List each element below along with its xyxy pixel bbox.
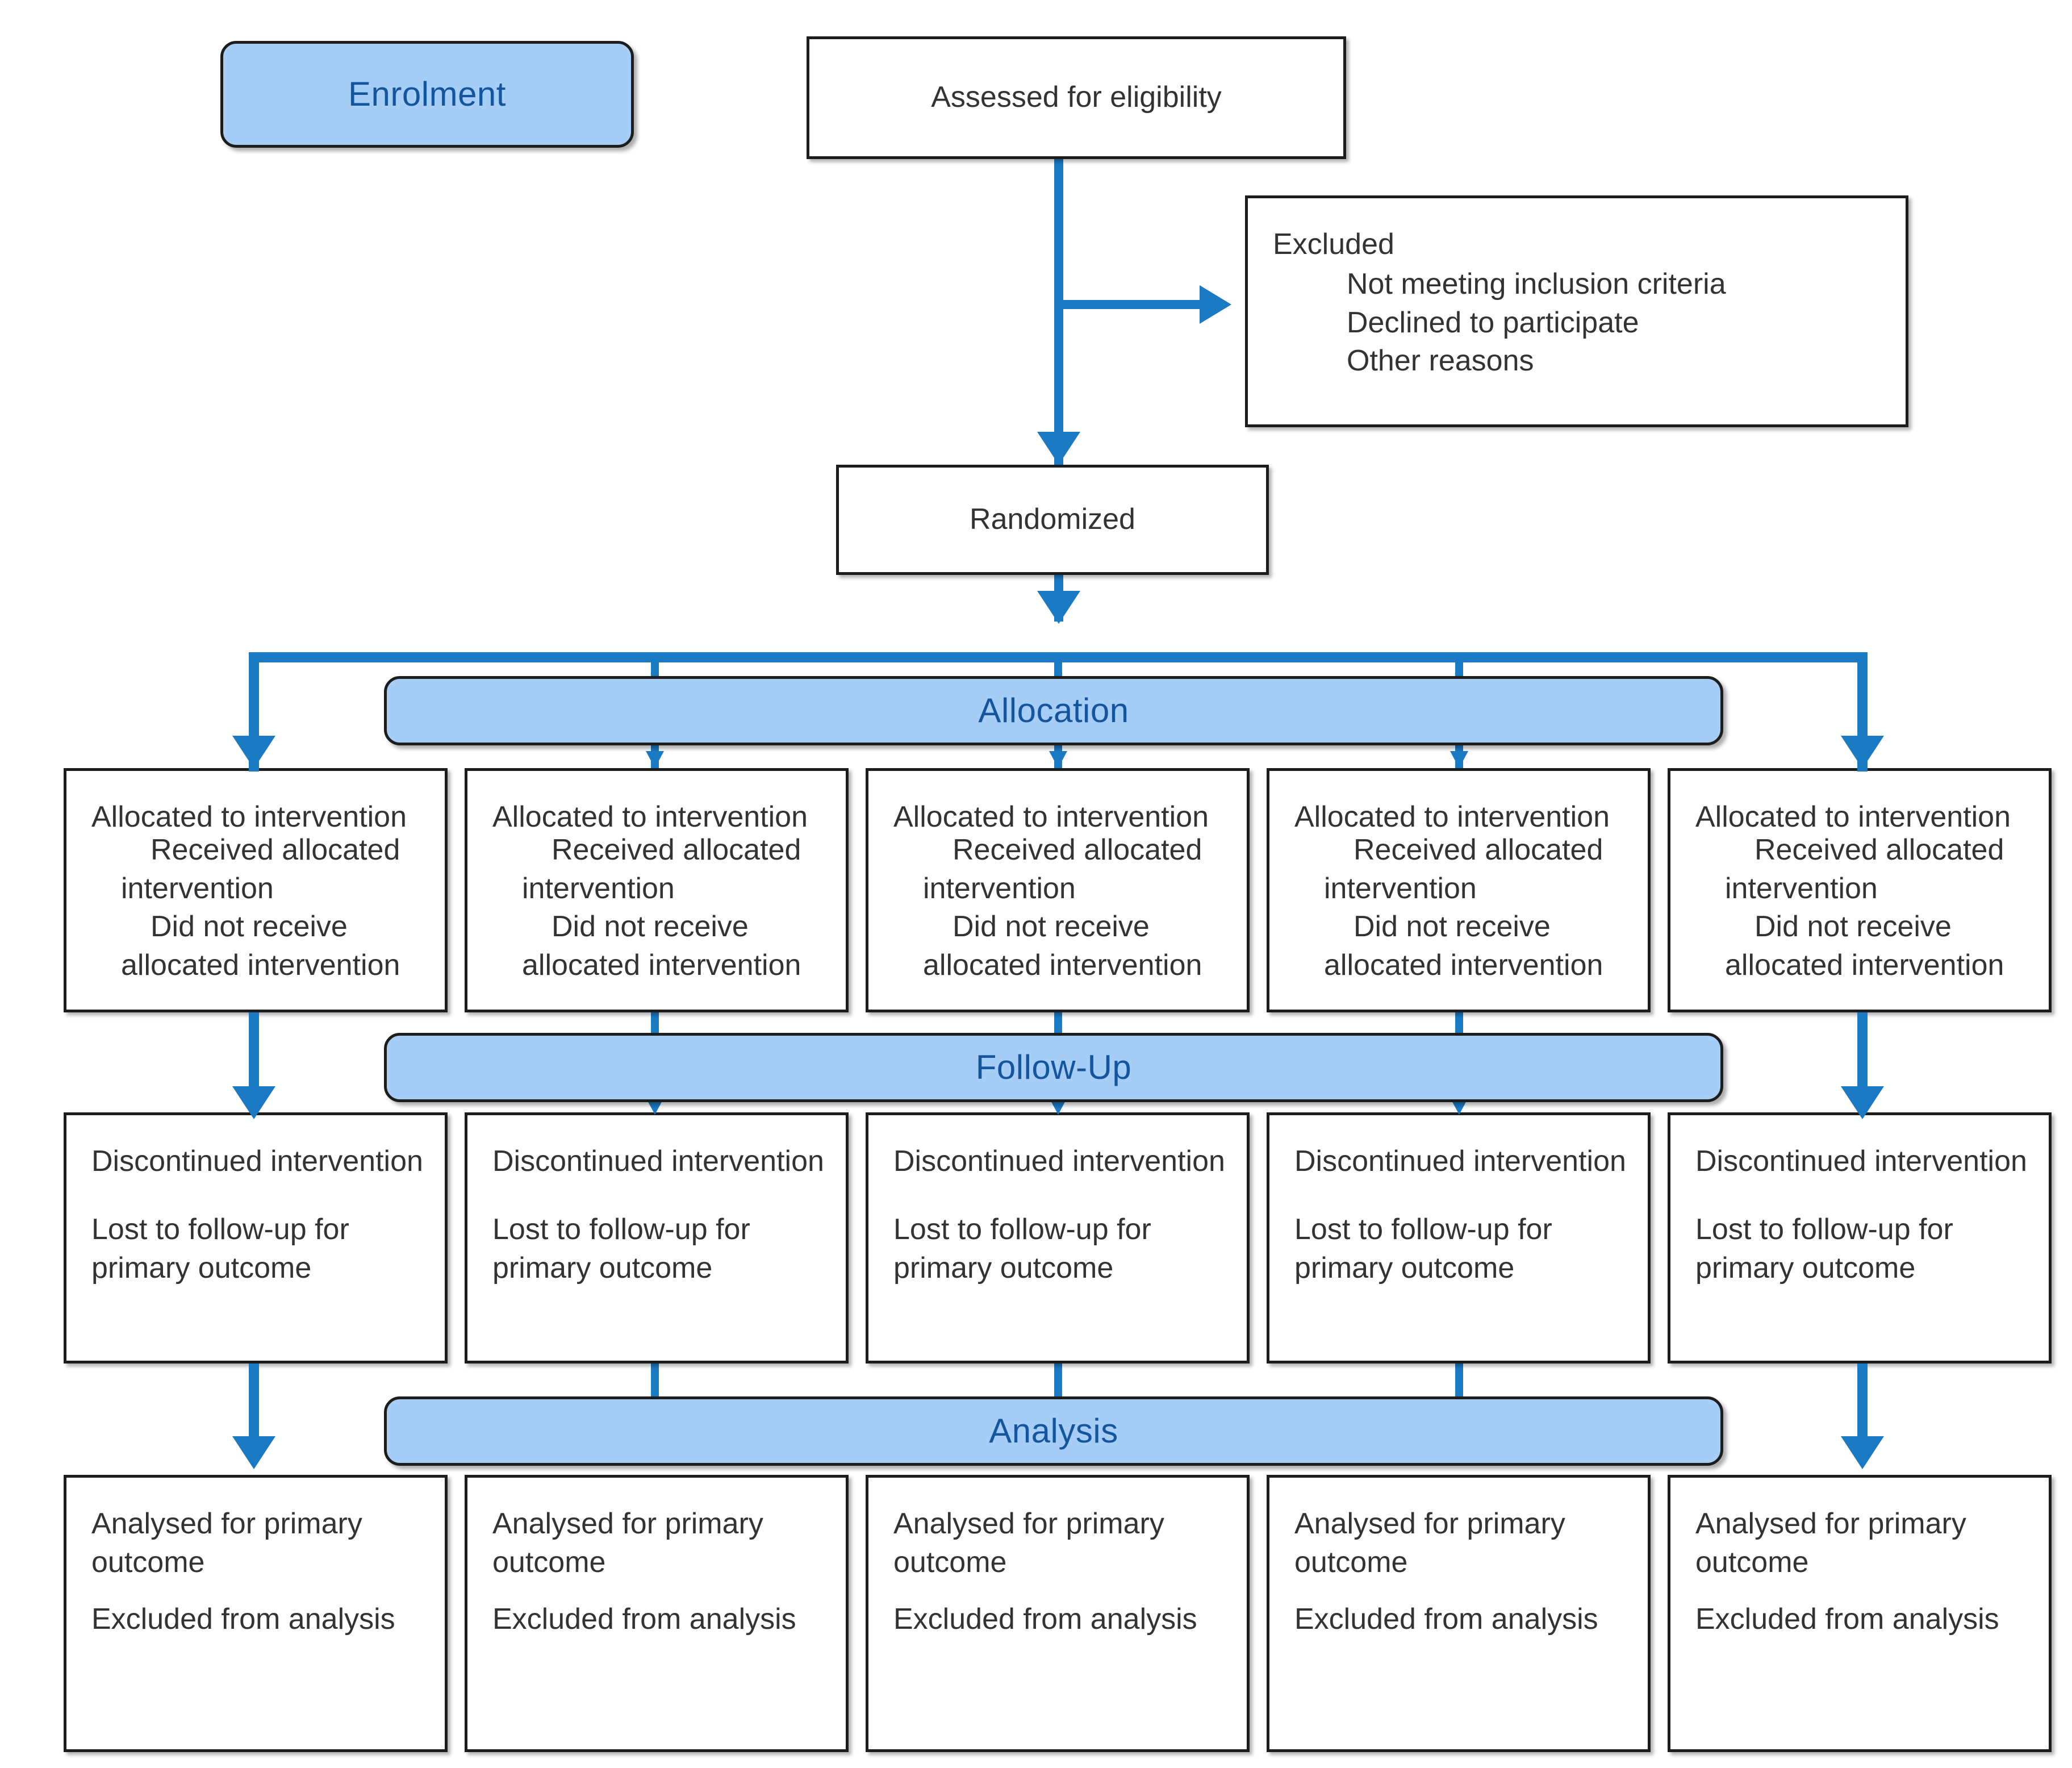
allocation-distribution-bus: [249, 652, 1868, 662]
allocation-box: Allocated to intervention Received alloc…: [465, 768, 849, 1012]
allocation-line-0-1: Did not receive allocated intervention: [121, 910, 400, 982]
allocation-box: Allocated to intervention Received alloc…: [64, 768, 448, 1012]
followup-line2-0: Lost to follow-up for primary outcome: [91, 1213, 349, 1285]
connector-followup-to-analysis-col5-arrowhead: [1841, 1436, 1884, 1469]
followup-line1-1: Discontinued intervention: [492, 1145, 824, 1178]
allocation-line-2-1: Did not receive allocated intervention: [923, 910, 1202, 982]
analysis-box: Analysed for primary outcome Excluded fr…: [465, 1475, 849, 1752]
allocation-line-4-0: Received allocated intervention: [1725, 833, 2004, 905]
connector-to-excluded-arrowhead: [1200, 285, 1231, 324]
followup-box: Discontinued intervention Lost to follow…: [1267, 1112, 1651, 1363]
connector-bus-to-allocation-col4-arrowhead: [1450, 751, 1468, 768]
analysis-line2-4: Excluded from analysis: [1695, 1603, 1999, 1636]
randomized-text: Randomized: [970, 503, 1135, 536]
excluded-reason-2: Other reasons: [1347, 344, 1534, 378]
analysis-line1-4: Analysed for primary outcome: [1695, 1507, 1966, 1579]
stage-banner-enrolment: Enrolment: [220, 41, 634, 148]
followup-line1-4: Discontinued intervention: [1695, 1145, 2027, 1178]
analysis-line2-0: Excluded from analysis: [91, 1603, 395, 1636]
connector-bus-to-allocation-col5-arrowhead: [1841, 736, 1884, 769]
stage-banner-followup: Follow-Up: [384, 1033, 1723, 1102]
allocation-box: Allocated to intervention Received alloc…: [866, 768, 1250, 1012]
connector-assessed-to-randomized-arrowhead: [1037, 432, 1080, 465]
randomized-box: Randomized: [836, 465, 1269, 575]
stage-banner-analysis: Analysis: [384, 1396, 1723, 1466]
stage-banner-analysis-label: Analysis: [989, 1412, 1118, 1450]
connector-followup-to-analysis-col5: [1857, 1363, 1868, 1454]
allocation-box: Allocated to intervention Received alloc…: [1267, 768, 1651, 1012]
allocation-box: Allocated to intervention Received alloc…: [1668, 768, 2052, 1012]
connector-allocation-to-followup-col5-arrowhead: [1841, 1086, 1884, 1119]
allocation-sublines-4: Received allocated intervention Did not …: [1725, 831, 2034, 985]
allocation-sublines-3: Received allocated intervention Did not …: [1324, 831, 1633, 985]
excluded-box: Excluded Not meeting inclusion criteria …: [1245, 195, 1908, 427]
stage-banner-enrolment-label: Enrolment: [348, 75, 506, 113]
stage-banner-followup-label: Follow-Up: [975, 1048, 1132, 1086]
followup-box: Discontinued intervention Lost to follow…: [866, 1112, 1250, 1363]
connector-followup-to-analysis-col1-arrowhead: [232, 1436, 275, 1469]
allocation-heading-2: Allocated to intervention: [893, 800, 1209, 833]
allocation-heading-4: Allocated to intervention: [1695, 800, 2011, 833]
analysis-box: Analysed for primary outcome Excluded fr…: [64, 1475, 448, 1752]
allocation-line-1-0: Received allocated intervention: [522, 833, 801, 905]
excluded-reason-0: Not meeting inclusion criteria: [1347, 268, 1726, 301]
connector-to-excluded: [1063, 300, 1211, 309]
connector-bus-to-allocation-col2-arrowhead: [646, 751, 664, 768]
analysis-line1-1: Analysed for primary outcome: [492, 1507, 763, 1579]
allocation-sublines-1: Received allocated intervention Did not …: [522, 831, 831, 985]
analysis-box: Analysed for primary outcome Excluded fr…: [866, 1475, 1250, 1752]
connector-assessed-to-randomized: [1054, 159, 1063, 466]
assessed-for-eligibility-box: Assessed for eligibility: [807, 36, 1346, 159]
allocation-heading-0: Allocated to intervention: [91, 800, 407, 833]
allocation-sublines-2: Received allocated intervention Did not …: [923, 831, 1232, 985]
connector-bus-to-allocation-col1-arrowhead: [232, 736, 275, 769]
allocation-line-3-1: Did not receive allocated intervention: [1324, 910, 1603, 982]
allocation-heading-1: Allocated to intervention: [492, 800, 808, 833]
analysis-line1-2: Analysed for primary outcome: [893, 1507, 1164, 1579]
excluded-reason-1: Declined to participate: [1347, 306, 1639, 339]
allocation-sublines-0: Received allocated intervention Did not …: [121, 831, 430, 985]
connector-allocation-to-followup-col5: [1857, 1012, 1868, 1103]
analysis-line2-1: Excluded from analysis: [492, 1603, 796, 1636]
connector-randomized-to-bus-arrowhead: [1037, 591, 1080, 624]
followup-line2-3: Lost to follow-up for primary outcome: [1294, 1213, 1552, 1285]
allocation-line-3-0: Received allocated intervention: [1324, 833, 1603, 905]
connector-followup-to-analysis-col1: [249, 1363, 259, 1454]
connector-bus-to-allocation-col3-arrowhead: [1049, 751, 1067, 768]
excluded-reason-item: Not meeting inclusion criteria Declined …: [1347, 265, 1726, 381]
excluded-heading: Excluded: [1273, 228, 1394, 261]
analysis-box: Analysed for primary outcome Excluded fr…: [1668, 1475, 2052, 1752]
followup-line1-2: Discontinued intervention: [893, 1145, 1225, 1178]
followup-line2-2: Lost to follow-up for primary outcome: [893, 1213, 1151, 1285]
allocation-heading-3: Allocated to intervention: [1294, 800, 1610, 833]
followup-box: Discontinued intervention Lost to follow…: [465, 1112, 849, 1363]
analysis-line1-0: Analysed for primary outcome: [91, 1507, 362, 1579]
stage-banner-allocation: Allocation: [384, 676, 1723, 745]
analysis-line2-2: Excluded from analysis: [893, 1603, 1197, 1636]
followup-box: Discontinued intervention Lost to follow…: [1668, 1112, 2052, 1363]
stage-banner-allocation-label: Allocation: [978, 691, 1129, 729]
analysis-line1-3: Analysed for primary outcome: [1294, 1507, 1565, 1579]
analysis-line2-3: Excluded from analysis: [1294, 1603, 1598, 1636]
allocation-line-4-1: Did not receive allocated intervention: [1725, 910, 2004, 982]
allocation-line-2-0: Received allocated intervention: [923, 833, 1202, 905]
allocation-line-0-0: Received allocated intervention: [121, 833, 400, 905]
followup-line2-4: Lost to follow-up for primary outcome: [1695, 1213, 1953, 1285]
followup-line1-0: Discontinued intervention: [91, 1145, 423, 1178]
connector-allocation-to-followup-col1: [249, 1012, 259, 1103]
followup-box: Discontinued intervention Lost to follow…: [64, 1112, 448, 1363]
analysis-box: Analysed for primary outcome Excluded fr…: [1267, 1475, 1651, 1752]
allocation-line-1-1: Did not receive allocated intervention: [522, 910, 801, 982]
assessed-for-eligibility-text: Assessed for eligibility: [931, 81, 1222, 114]
followup-line2-1: Lost to follow-up for primary outcome: [492, 1213, 750, 1285]
followup-line1-3: Discontinued intervention: [1294, 1145, 1626, 1178]
connector-allocation-to-followup-col1-arrowhead: [232, 1086, 275, 1119]
